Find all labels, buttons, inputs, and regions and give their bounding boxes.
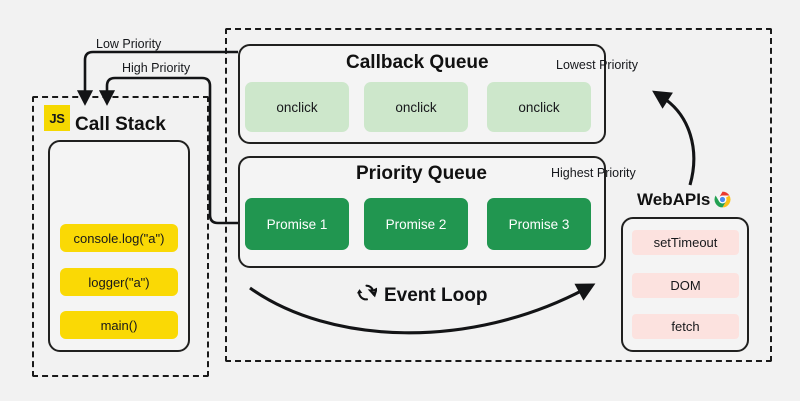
priority-queue-title: Priority Queue: [356, 163, 487, 184]
event-loop-text: Event Loop: [384, 284, 488, 306]
js-logo-badge: JS: [44, 105, 70, 131]
low-priority-label: Low Priority: [96, 37, 162, 51]
webapi-item[interactable]: DOM: [632, 273, 739, 298]
stack-frame[interactable]: console.log("a"): [60, 224, 178, 252]
high-priority-label: High Priority: [122, 61, 191, 75]
call-stack-title: Call Stack: [75, 114, 166, 135]
priority-queue-item[interactable]: Promise 3: [487, 198, 591, 250]
lowest-priority-note: Lowest Priority: [556, 58, 638, 72]
webapi-item[interactable]: fetch: [632, 314, 739, 339]
stack-frame[interactable]: main(): [60, 311, 178, 339]
callback-queue-item[interactable]: onclick: [364, 82, 468, 132]
callback-queue-title: Callback Queue: [346, 52, 489, 73]
refresh-cycle-icon: [356, 282, 379, 309]
webapi-item[interactable]: setTimeout: [632, 230, 739, 255]
callback-queue-item[interactable]: onclick: [245, 82, 349, 132]
webapis-title-text: WebAPIs: [637, 190, 711, 209]
event-loop-label: Event Loop: [356, 282, 487, 309]
callback-queue-item[interactable]: onclick: [487, 82, 591, 132]
webapis-title: WebAPIs: [637, 190, 731, 213]
priority-queue-item[interactable]: Promise 2: [364, 198, 468, 250]
chrome-logo-icon: [714, 191, 731, 213]
priority-queue-item[interactable]: Promise 1: [245, 198, 349, 250]
highest-priority-note: Highest Priority: [551, 166, 636, 180]
stack-frame[interactable]: logger("a"): [60, 268, 178, 296]
